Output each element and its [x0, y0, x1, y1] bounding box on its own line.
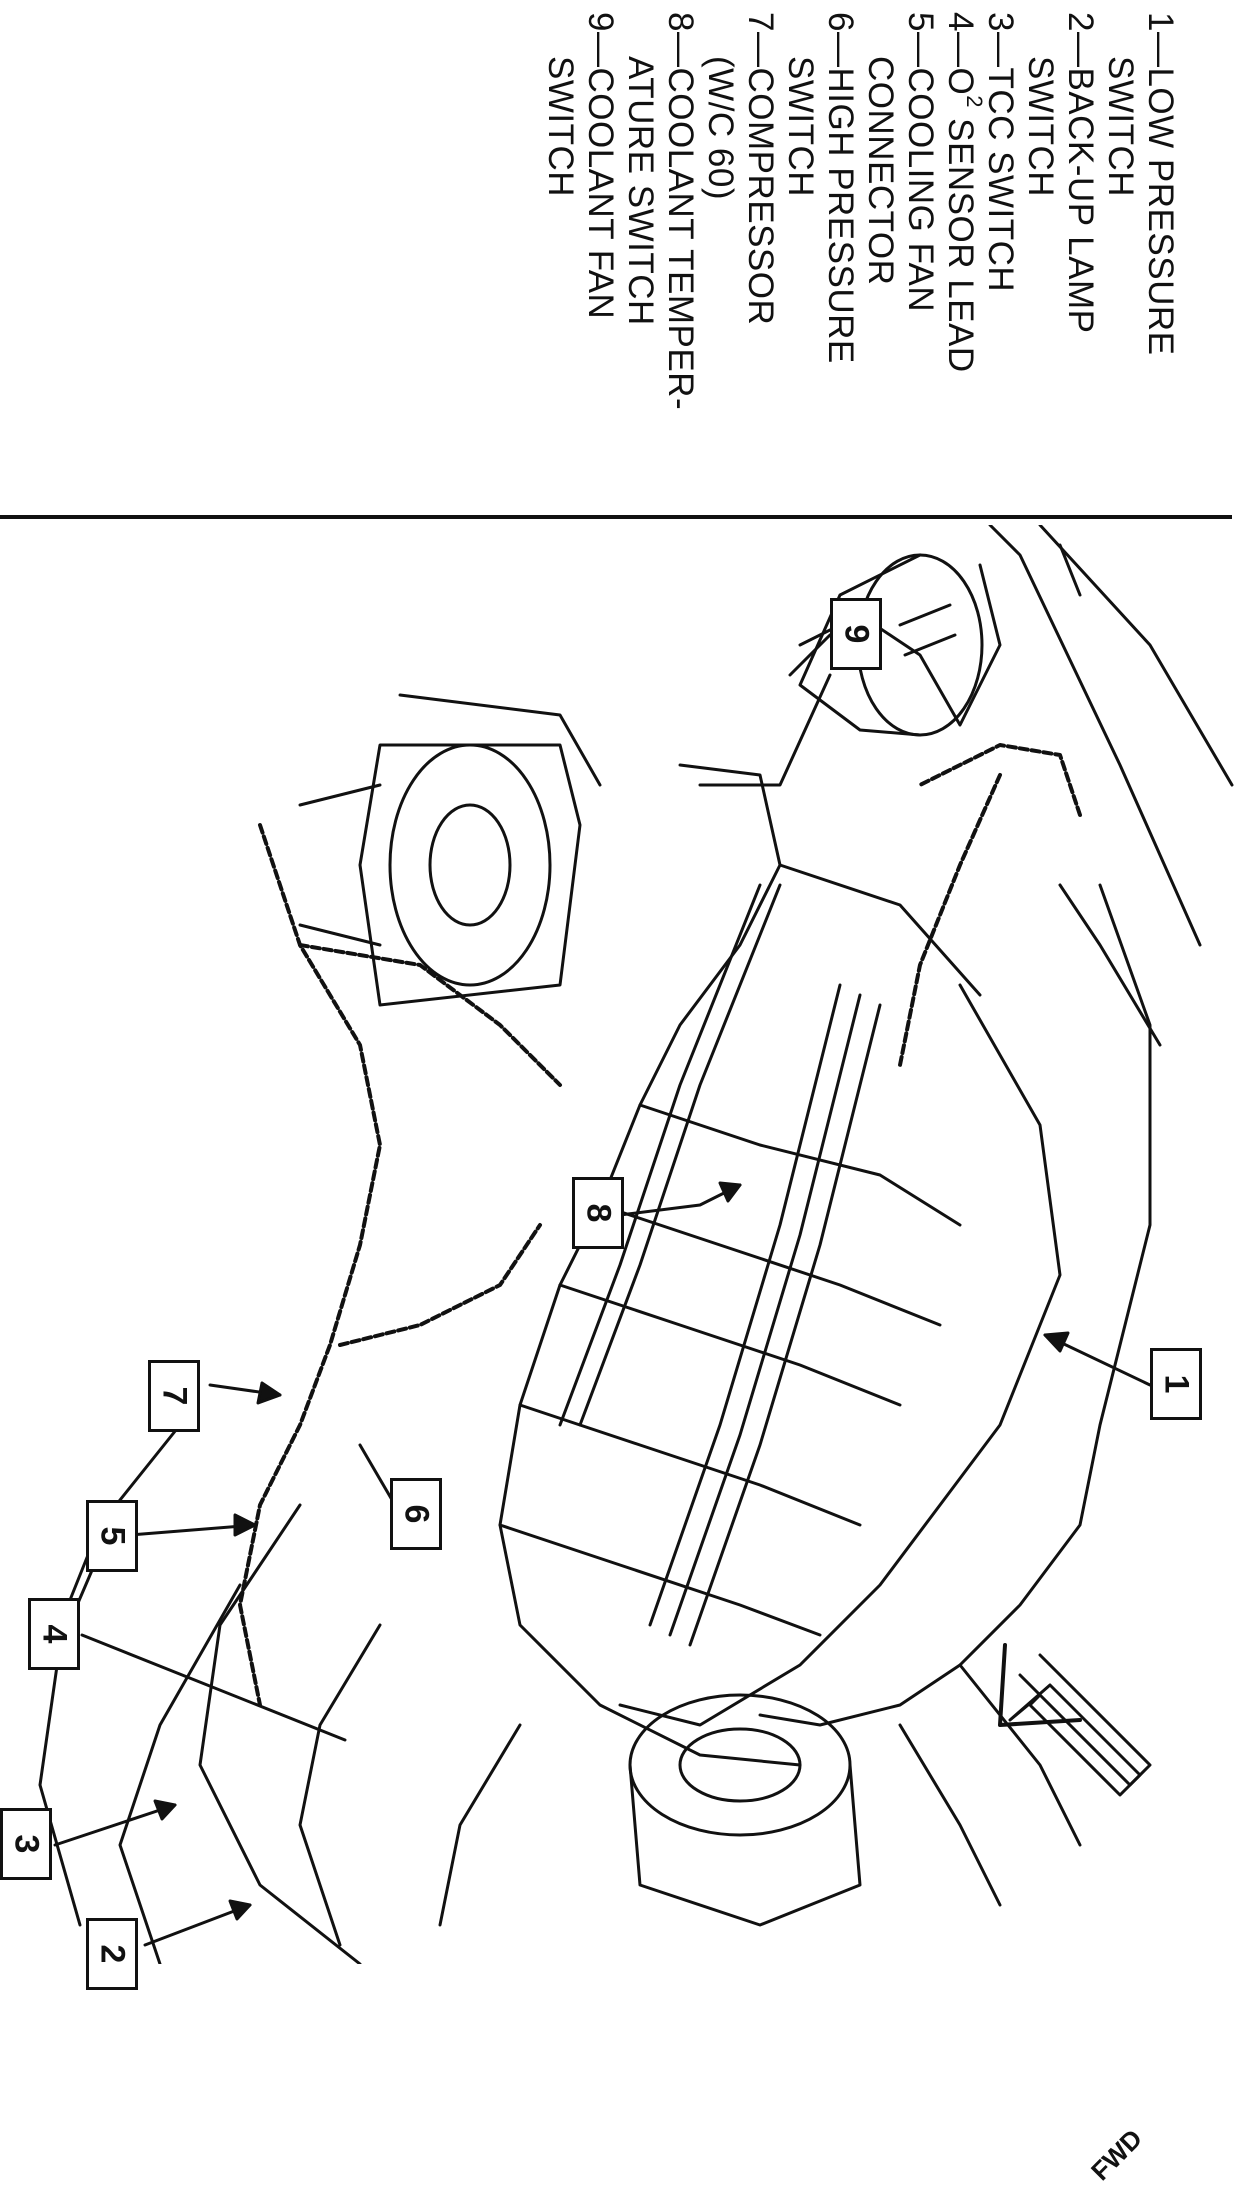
callout-number: 2	[92, 1944, 131, 1964]
legend-prefix: 4—O	[941, 12, 980, 96]
legend-item-coolant-fan-switch: 9—COOLANT FAN SWITCH	[540, 12, 620, 452]
callout-3: 3	[0, 1808, 52, 1880]
divider-line	[0, 515, 1232, 519]
fwd-arrow-icon	[998, 1643, 1152, 1797]
legend-text: 3—TCC SWITCH	[981, 12, 1020, 293]
legend-text: SWITCH	[541, 56, 580, 198]
callout-6: 6	[390, 1478, 442, 1550]
legend-item-cooling-fan-connector: 5—COOLING FAN CONNECTOR	[860, 12, 940, 452]
callout-8: 8	[572, 1177, 624, 1249]
callout-2: 2	[86, 1918, 138, 1990]
callout-5: 5	[86, 1500, 138, 1572]
engine-line-drawing	[38, 525, 1234, 1964]
engine-compartment-illustration: 1 2 3 4 5 6 7 8 9 FWD	[0, 525, 1248, 2186]
callout-number: 1	[1156, 1374, 1195, 1394]
distributor-drawing	[628, 1663, 1082, 1927]
air-intake-drawing	[298, 693, 602, 1007]
legend-text: 5—COOLING FAN	[901, 12, 940, 313]
leader-lines	[53, 633, 1152, 1947]
callout-number: 5	[92, 1526, 131, 1546]
callout-7: 7	[148, 1360, 200, 1432]
legend-text: CONNECTOR	[861, 56, 900, 286]
legend-text: 9—COOLANT FAN	[581, 12, 620, 320]
arrowhead-7	[256, 1381, 282, 1405]
component-legend: 1—LOW PRESSURE SWITCH 2—BACK-UP LAMP SWI…	[540, 12, 1180, 452]
callout-number: 7	[154, 1386, 193, 1406]
wiring-harness-drawing	[238, 743, 1082, 1707]
callout-1: 1	[1150, 1348, 1202, 1420]
fender-outline	[698, 525, 1234, 1047]
legend-text: 1—LOW PRESSURE	[1141, 12, 1180, 356]
legend-item-compressor: 7—COMPRESSOR (W/C 60)	[700, 12, 780, 452]
legend-text: SWITCH	[1021, 56, 1060, 198]
legend-text: (W/C 60)	[701, 56, 740, 200]
arrowhead-1	[1043, 1331, 1070, 1353]
legend-item-low-pressure-switch: 1—LOW PRESSURE SWITCH	[1100, 12, 1180, 452]
legend-text: 6—HIGH PRESSURE	[821, 12, 860, 364]
arrowhead-5	[233, 1513, 257, 1537]
callout-number: 9	[836, 624, 875, 644]
legend-item-o2-sensor-lead: 4—O2 SENSOR LEAD	[940, 12, 987, 452]
legend-text: 7—COMPRESSOR	[741, 12, 780, 326]
leader-9	[788, 633, 832, 677]
arrowhead-3	[153, 1799, 177, 1821]
engine-block-drawing	[498, 763, 1152, 1767]
legend-text: 4—O2 SENSOR LEAD	[940, 12, 987, 452]
legend-item-coolant-temperature-switch: 8—COOLANT TEMPER- ATURE SWITCH	[620, 12, 700, 452]
leader-2	[143, 1903, 252, 1947]
callout-number: 6	[396, 1504, 435, 1524]
callout-4: 4	[28, 1598, 80, 1670]
legend-superscript: 2	[962, 95, 987, 108]
leader-3	[53, 1803, 177, 1847]
legend-item-back-up-lamp-switch: 2—BACK-UP LAMP SWITCH	[1020, 12, 1100, 452]
fan-motor-drawing	[798, 553, 984, 737]
callout-9: 9	[830, 598, 882, 670]
callout-number: 8	[578, 1203, 617, 1223]
legend-text: SWITCH	[1101, 56, 1140, 198]
legend-text: ATURE SWITCH	[621, 56, 660, 326]
leader-6	[358, 1443, 397, 1507]
legend-suffix: SENSOR LEAD	[941, 107, 980, 373]
arrowhead-8	[718, 1181, 742, 1203]
arrowhead-2	[228, 1899, 252, 1921]
fwd-label: FWD	[1085, 2123, 1149, 2187]
callout-number: 3	[6, 1834, 45, 1854]
legend-item-high-pressure-switch: 6—HIGH PRESSURE SWITCH	[780, 12, 860, 452]
legend-item-tcc-switch: 3—TCC SWITCH	[980, 12, 1020, 452]
legend-text: 8—COOLANT TEMPER-	[661, 12, 700, 411]
legend-text: 2—BACK-UP LAMP	[1061, 12, 1100, 334]
leader-4	[80, 1633, 347, 1742]
legend-text: SWITCH	[781, 56, 820, 198]
callout-number: 4	[34, 1624, 73, 1644]
fuel-rails-drawing	[558, 883, 882, 1647]
